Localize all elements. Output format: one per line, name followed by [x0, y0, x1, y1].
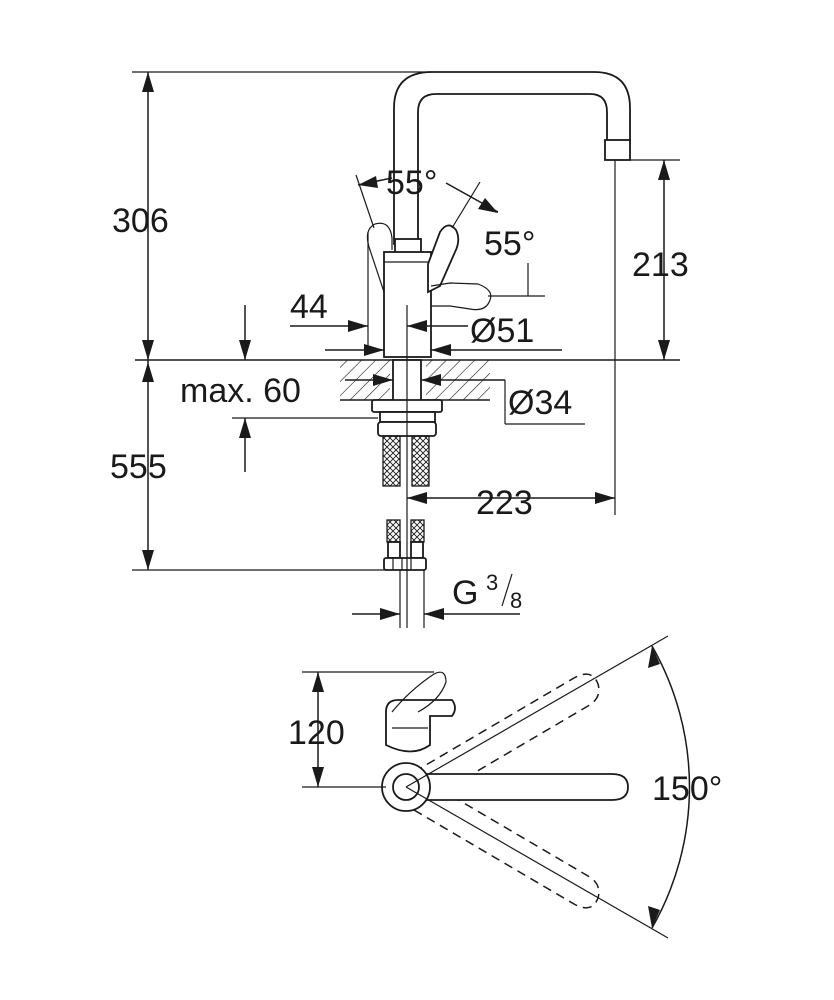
label-swivel-angle: 150° [652, 770, 722, 808]
lever-solid [427, 224, 460, 294]
label-top-view-depth: 120 [288, 714, 345, 752]
hose-connector [383, 557, 427, 571]
label-spout-reach: 223 [476, 484, 533, 522]
lever-ghost-top [391, 671, 447, 713]
spout-outline [393, 71, 631, 245]
lever-top [385, 699, 456, 753]
hose-right-upper [411, 435, 430, 487]
label-body-diameter: Ø51 [470, 312, 534, 350]
side-view [135, 71, 680, 628]
label-hole-diameter: Ø34 [508, 384, 572, 422]
aerator [604, 139, 631, 161]
spout-collar [394, 238, 422, 254]
label-spout-height: 213 [632, 246, 689, 284]
thread-fraction-slash [501, 573, 513, 607]
hose-left-upper [382, 435, 401, 487]
dimension-lines [132, 71, 680, 628]
label-hose-length: 555 [110, 448, 167, 486]
label-lever-offset: 44 [290, 288, 328, 326]
label-deck-thickness: max. 60 [180, 372, 301, 410]
hose-left-lower [386, 519, 401, 543]
swivel-arc [651, 645, 691, 929]
spout-solid [405, 773, 629, 801]
label-thread-main: G [452, 574, 478, 612]
top-view [302, 635, 691, 939]
lever-ghost-right [430, 282, 492, 311]
spout-ghost-upper [413, 673, 600, 801]
label-lever-angle-right: 55° [484, 225, 535, 263]
label-total-height: 306 [112, 202, 169, 240]
label-thread-numerator: 3 [486, 570, 498, 595]
hose-right-lower [410, 519, 425, 543]
label-lever-angle-left: 55° [386, 164, 437, 202]
labels: 306 213 55° 55° 44 Ø51 max. 60 Ø34 555 2… [110, 164, 722, 808]
label-thread-denominator: 8 [510, 588, 522, 613]
